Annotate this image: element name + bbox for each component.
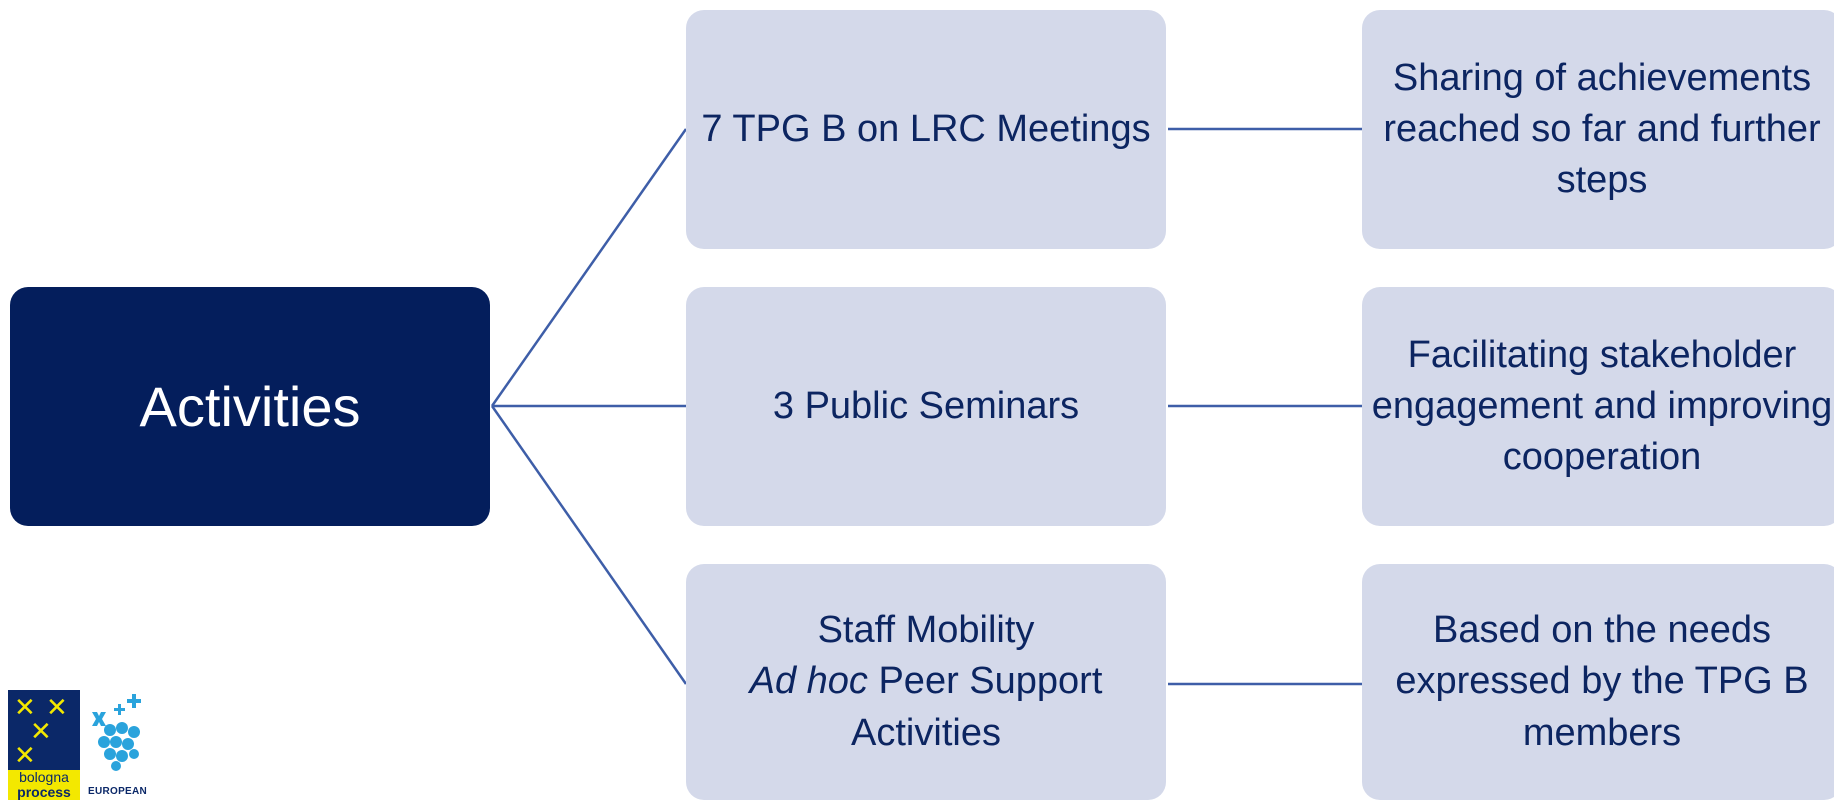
outcome-label-seminars: Facilitating stakeholder engagement and … (1371, 333, 1833, 479)
activity-node-meetings: 7 TPG B on LRC Meetings (686, 10, 1166, 249)
activity-label-mobility-italic: Ad hoc (749, 660, 868, 703)
activities-root-label: Activities (139, 375, 361, 438)
logo-word-bologna: bologna (8, 770, 80, 785)
activity-node-seminars: 3 Public Seminars (686, 287, 1166, 526)
activity-label-mobility-rest: Peer Support (867, 660, 1103, 703)
outcome-node-meetings: Sharing of achievements reached so far a… (1362, 10, 1834, 249)
outcome-label-meetings: Sharing of achievements reached so far a… (1383, 56, 1821, 202)
activity-label-mobility-line1: Staff Mobility (817, 609, 1035, 652)
activity-label-seminars: 3 Public Seminars (772, 384, 1080, 427)
ehea-label: EUROPEAN (88, 786, 148, 797)
outcome-node-seminars: Facilitating stakeholder engagement and … (1362, 287, 1834, 526)
activity-label-mobility-line2: Ad hoc Peer Support (750, 656, 1103, 707)
x-mark-icon: ✕ (14, 692, 36, 722)
bologna-process-logo: ✕ ✕ ✕ ✕ bologna process EUROPEAN (8, 690, 178, 800)
outcome-label-mobility: Based on the needs expressed by the TPG … (1395, 609, 1809, 754)
x-mark-icon: ✕ (14, 740, 36, 770)
activity-label-meetings: 7 TPG B on LRC Meetings (701, 107, 1151, 150)
activities-root-node: Activities (10, 287, 490, 526)
activity-node-mobility: Staff Mobility Ad hoc Peer Support Activ… (686, 564, 1166, 800)
outcome-node-mobility: Based on the needs expressed by the TPG … (1362, 564, 1834, 800)
connector-root-to-meetings (490, 128, 688, 407)
x-mark-icon: ✕ (46, 692, 68, 722)
x-mark-icon: ✕ (30, 716, 52, 746)
bologna-logo-square: ✕ ✕ ✕ ✕ (8, 690, 80, 770)
ehea-map-icon (92, 694, 141, 771)
activity-label-mobility-line3: Activities (851, 711, 1001, 754)
connector-root-to-mobility (490, 405, 688, 685)
logo-word-process: process (8, 785, 80, 800)
